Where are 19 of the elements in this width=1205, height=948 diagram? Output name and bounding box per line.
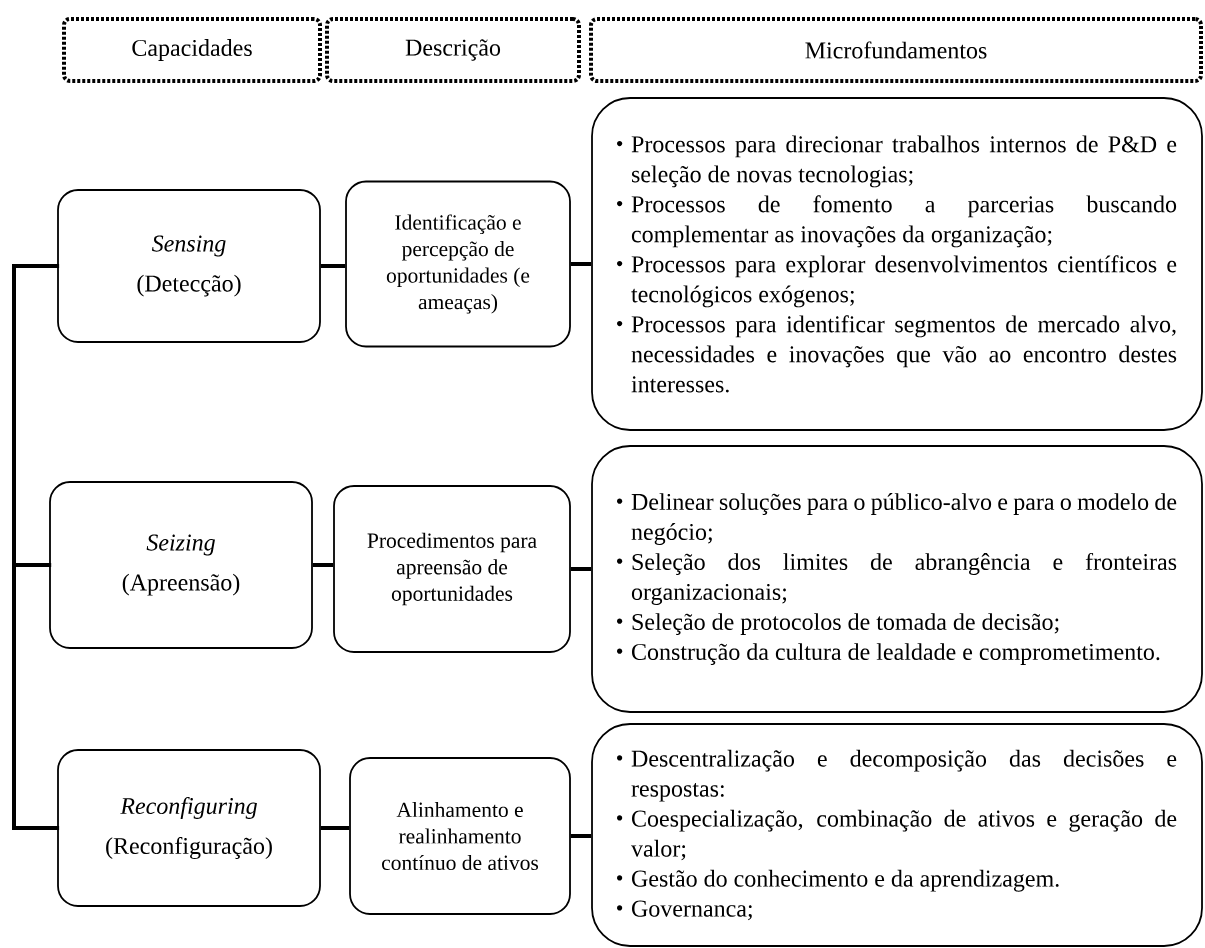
capability-box: Sensing (Detecção) xyxy=(57,189,321,343)
connector-line xyxy=(570,567,592,571)
capability-box: Seizing (Apreensão) xyxy=(49,481,313,649)
connector-line xyxy=(320,826,350,830)
header-box: Capacidades xyxy=(62,17,322,83)
description-box: Procedimentos para apreensão de oportunidades xyxy=(333,485,571,653)
connector-line xyxy=(312,563,334,567)
description-box: Alinhamento e realinhamento contínuo de ativos xyxy=(349,757,571,915)
connector-line xyxy=(570,834,592,838)
connector-line xyxy=(320,264,346,268)
list-box: Processos para direcionar trabalhos internos de P&D e seleção de novas tecnologias; Processos de fomento a parcerias buscando complementar as inovações da organização; Processos para explorar desenvolvimentos científicos e tecnológicos exógenos; Processos para identificar segmentos de mercado alvo, necessidades e inovações que vão ao encontro destes interesses. xyxy=(591,97,1203,431)
list-box: Descentralização e decomposição das decisões e respostas: Coespecialização, combinação de ativos e geração de valor; Gestão do conhecimento e da aprendizagem. Governanca; xyxy=(591,723,1203,947)
header-box: Microfundamentos xyxy=(589,17,1203,83)
list-box: Delinear soluções para o público-alvo e para o modelo de negócio; Seleção dos limites de abrangência e fronteiras organizacionais; Seleção de protocolos de tomada de decisão; Construção da cultura de lealdade e comprometimento. xyxy=(591,445,1203,713)
description-box: Identificação e percepção de oportunidades (e ameaças) xyxy=(345,180,571,348)
header-box: Descrição xyxy=(325,17,581,83)
capability-box: Reconfiguring (Reconfiguração) xyxy=(57,749,321,907)
connector-line xyxy=(570,262,592,266)
connector-line xyxy=(12,563,60,830)
